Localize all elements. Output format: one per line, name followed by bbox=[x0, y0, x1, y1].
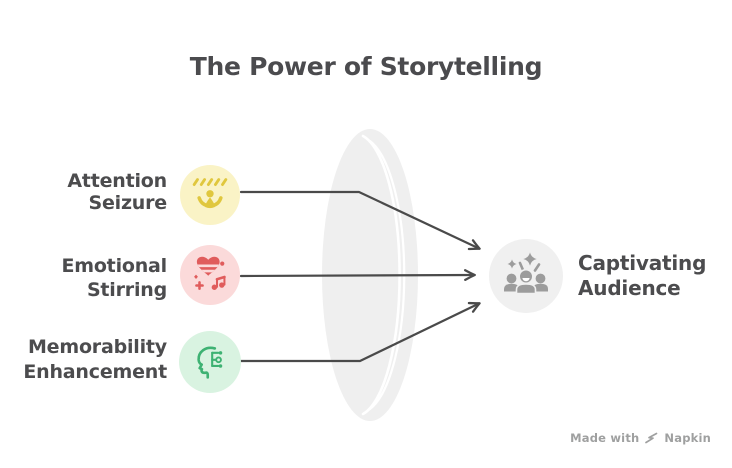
striped-heart-music-icon bbox=[194, 256, 226, 290]
label-captivating-audience: Captivating Audience bbox=[578, 251, 707, 300]
node-attention-seizure bbox=[180, 165, 240, 225]
napkin-brand-text: Napkin bbox=[664, 431, 711, 445]
arrow-attention-to-audience bbox=[239, 190, 481, 251]
label-memorability-enhancement: Memorability Enhancement bbox=[23, 336, 167, 383]
node-emotional-stirring bbox=[180, 245, 240, 305]
node-memorability-enhancement bbox=[179, 331, 241, 393]
sparkle-stars bbox=[507, 252, 537, 269]
made-with-napkin-attribution: Made with Napkin bbox=[570, 431, 711, 445]
arrow-emotional-to-audience bbox=[239, 269, 476, 281]
audience-sparkles-icon bbox=[504, 252, 548, 295]
label-attention-seizure: Attention Seizure bbox=[67, 170, 167, 214]
node-captivating-audience bbox=[489, 239, 563, 313]
diagram-title: The Power of Storytelling bbox=[189, 52, 543, 81]
cheering-person-icon bbox=[192, 178, 228, 209]
napkin-logo-icon bbox=[645, 432, 658, 444]
label-emotional-stirring: Emotional Stirring bbox=[61, 255, 167, 301]
made-with-text: Made with bbox=[570, 431, 640, 445]
head-circuit-icon bbox=[197, 346, 223, 379]
music-note-glyph bbox=[211, 275, 226, 290]
arrow-memorability-to-audience bbox=[239, 301, 481, 363]
